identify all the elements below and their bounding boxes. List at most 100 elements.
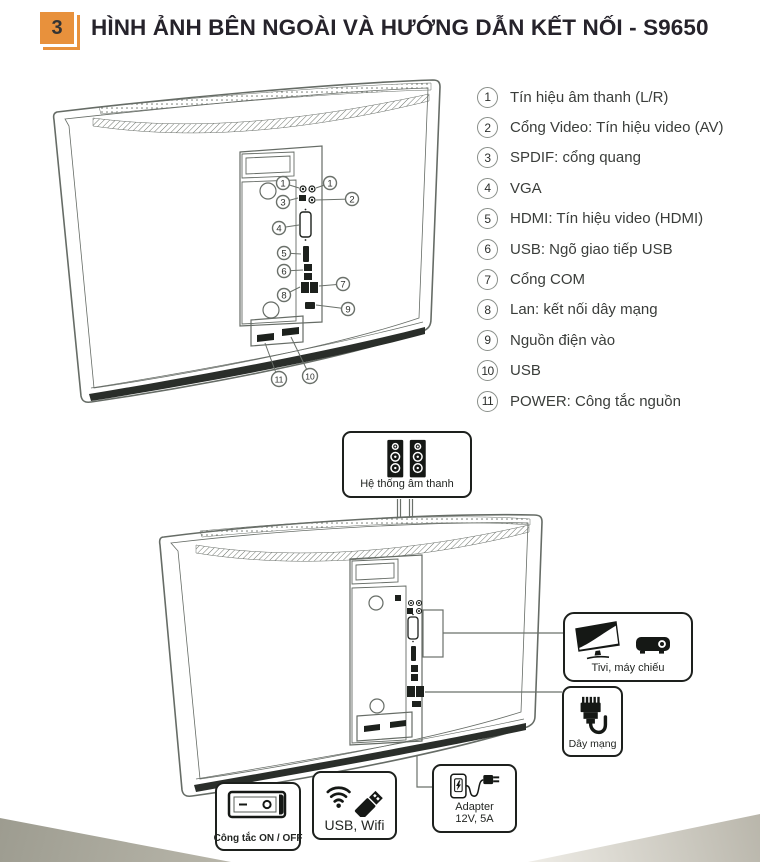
legend-number: 8 bbox=[477, 299, 498, 321]
page-title-text: HÌNH ẢNH BÊN NGOÀI VÀ HƯỚNG DẪN KẾT NỐI … bbox=[91, 15, 644, 40]
section-number: 3 bbox=[51, 16, 63, 39]
callout-number: 7 bbox=[340, 280, 345, 291]
audio-system-box: Hệ thống âm thanh bbox=[342, 431, 472, 498]
legend-item: 5 HDMI: Tín hiệu video (HDMI) bbox=[477, 204, 723, 234]
callout-bubbles bbox=[270, 175, 360, 388]
usb-port bbox=[304, 264, 312, 271]
hdmi-port bbox=[303, 246, 309, 262]
callout-number: 4 bbox=[276, 224, 281, 235]
vesa-hole bbox=[368, 595, 384, 611]
lan-port bbox=[301, 282, 309, 293]
page-title: HÌNH ẢNH BÊN NGOÀI VÀ HƯỚNG DẪN KẾT NỐI … bbox=[91, 15, 709, 41]
legend-label: Tín hiệu âm thanh (L/R) bbox=[510, 88, 669, 106]
usb-wifi-box: USB, Wifi bbox=[312, 771, 397, 840]
legend-item: 2 Cổng Video: Tín hiệu video (AV) bbox=[477, 112, 723, 142]
display-devices-label: Tivi, máy chiếu bbox=[591, 662, 665, 675]
rear-panel bbox=[239, 145, 323, 347]
video-group-bracket bbox=[422, 609, 563, 693]
vesa-hole bbox=[369, 698, 385, 714]
legend-item: 8 Lan: kết nối dây mạng bbox=[477, 295, 723, 325]
adapter-box: Adapter 12V, 5A bbox=[432, 764, 517, 833]
usb-port bbox=[304, 273, 312, 280]
vent-grilles bbox=[195, 516, 531, 562]
callout-number: 8 bbox=[281, 291, 286, 302]
page-header: 3 HÌNH ẢNH BÊN NGOÀI VÀ HƯỚNG DẪN KẾT NỐ… bbox=[40, 12, 709, 50]
network-plug-icon bbox=[580, 696, 607, 735]
callout-numbers: 1 1 2 3 4 5 6 7 8 9 10 11 bbox=[275, 179, 355, 385]
callout-number: 10 bbox=[305, 372, 315, 382]
bottom-trim bbox=[194, 718, 526, 792]
spdif-port bbox=[299, 195, 306, 201]
usb-bottom-port bbox=[390, 720, 406, 728]
usb-plug-icon bbox=[354, 790, 383, 817]
callout-number: 5 bbox=[281, 249, 286, 260]
audio-system-label: Hệ thống âm thanh bbox=[360, 478, 454, 491]
vent-grilles bbox=[92, 82, 432, 134]
adapter-label-line1: Adapter bbox=[455, 800, 494, 813]
legend-label: HDMI: Tín hiệu video (HDMI) bbox=[510, 210, 704, 228]
audio-jacks bbox=[299, 185, 316, 204]
tv-projector-icon bbox=[575, 621, 670, 660]
port-column bbox=[364, 595, 424, 732]
adapter-label-line2: 12V, 5A bbox=[455, 813, 494, 826]
legend-label: USB bbox=[510, 362, 541, 380]
legend-label: Cổng Video: Tín hiệu video (AV) bbox=[510, 119, 724, 137]
wifi-icon bbox=[325, 786, 351, 803]
legend-number: 5 bbox=[477, 208, 498, 230]
vga-port bbox=[299, 211, 312, 238]
spdif-port bbox=[407, 608, 413, 614]
legend-label: VGA bbox=[510, 179, 542, 197]
audio-cable-plug bbox=[395, 595, 401, 601]
lan-port bbox=[407, 686, 415, 697]
speakers-icon bbox=[387, 439, 426, 478]
power-switch-port bbox=[364, 724, 380, 732]
legend-number: 6 bbox=[477, 238, 498, 260]
legend-label: USB: Ngõ giao tiếp USB bbox=[510, 240, 673, 258]
callout-number: 9 bbox=[345, 305, 350, 316]
network-cable-label: Dây mạng bbox=[568, 737, 617, 750]
legend-number: 11 bbox=[477, 390, 498, 412]
model-number: S9650 bbox=[643, 15, 709, 40]
legend-number: 3 bbox=[477, 147, 498, 169]
connection-diagram bbox=[158, 499, 563, 798]
callout-number: 3 bbox=[280, 198, 285, 209]
rear-panel bbox=[349, 554, 423, 746]
power-switch-box: Công tắc ON / OFF bbox=[213, 782, 303, 851]
legend-item: 4 VGA bbox=[477, 173, 723, 203]
adapter-icon bbox=[449, 773, 499, 799]
power-switch-label: Công tắc ON / OFF bbox=[213, 832, 303, 844]
hdmi-port bbox=[411, 646, 416, 661]
com-port bbox=[416, 686, 424, 697]
callout-number: 11 bbox=[275, 375, 284, 385]
com-port bbox=[310, 282, 318, 293]
callout-number: 1 bbox=[280, 179, 285, 190]
wifi-usb-icon bbox=[325, 786, 383, 817]
legend-label: Cổng COM bbox=[510, 271, 586, 289]
network-cable-box: Dây mạng bbox=[562, 686, 623, 757]
power-in-port bbox=[305, 302, 315, 309]
power-in-port bbox=[412, 701, 421, 707]
legend-number: 2 bbox=[477, 117, 498, 139]
bottom-trim bbox=[89, 321, 425, 401]
usb-bottom-port bbox=[282, 327, 299, 336]
usb-port bbox=[411, 674, 418, 681]
legend-number: 4 bbox=[477, 177, 498, 199]
legend-label: Lan: kết nối dây mạng bbox=[510, 301, 658, 319]
display-devices-box: Tivi, máy chiếu bbox=[563, 612, 693, 682]
power-switch-port bbox=[257, 333, 274, 342]
power-plug-icon bbox=[482, 775, 499, 785]
vga-port bbox=[407, 616, 419, 640]
callout-number: 2 bbox=[349, 195, 354, 206]
port-column bbox=[257, 185, 318, 342]
adapter-label: Adapter 12V, 5A bbox=[455, 801, 494, 826]
monitor-shell bbox=[158, 513, 543, 798]
legend-number: 9 bbox=[477, 329, 498, 351]
usb-port bbox=[411, 665, 418, 672]
